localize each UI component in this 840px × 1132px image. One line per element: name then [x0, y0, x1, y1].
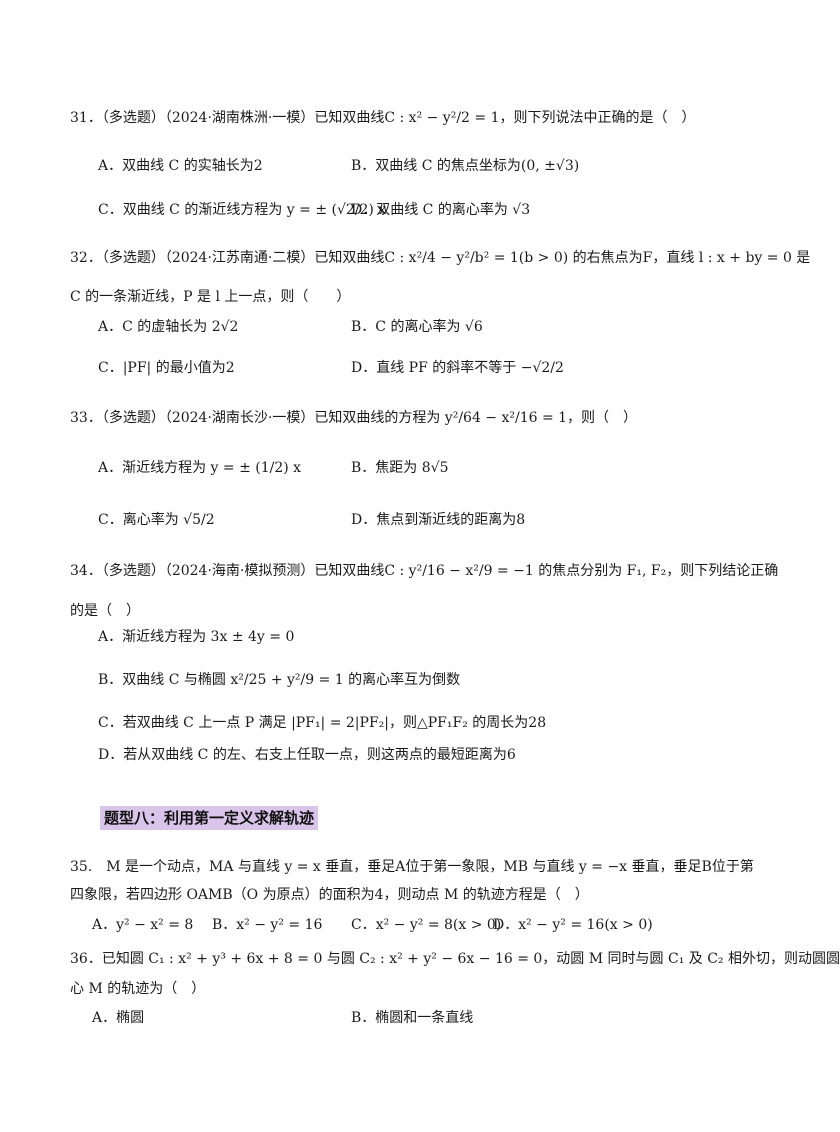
q34-stem: 34．（多选题）（2024·海南·模拟预测）已知双曲线C : y²/16 − x…: [70, 563, 779, 579]
q34-option-b: B．双曲线 C 与椭圆 x²/25 + y²/9 = 1 的离心率互为倒数: [98, 672, 461, 688]
q36-option-b: B．椭圆和一条直线: [351, 1010, 474, 1026]
q31-stem: 31．（多选题）（2024·湖南株洲·一模）已知双曲线C : x² − y²/2…: [70, 110, 696, 126]
q35-option-a: A．y² − x² = 8: [92, 917, 194, 933]
q32-option-a: A．C 的虚轴长为 2√2: [98, 319, 239, 335]
q35-option-b: B．x² − y² = 16: [212, 917, 323, 933]
q33-stem: 33．（多选题）（2024·湖南长沙·一模）已知双曲线的方程为 y²/64 − …: [70, 410, 638, 426]
q35-option-c: C．x² − y² = 8(x > 0): [351, 917, 502, 933]
section-heading: 题型八：利用第一定义求解轨迹: [100, 806, 319, 830]
q33-option-d: D．焦点到渐近线的距离为8: [351, 512, 526, 528]
q34-stem-cont: 的是（ ）: [70, 603, 140, 619]
q31-option-a: A．双曲线 C 的实轴长为2: [98, 158, 263, 174]
q32-option-d: D．直线 PF 的斜率不等于 −√2/2: [351, 360, 564, 376]
q32-stem: 32．（多选题）（2024·江苏南通·二模）已知双曲线C : x²/4 − y²…: [70, 250, 811, 266]
q34-option-a: A．渐近线方程为 3x ± 4y = 0: [98, 629, 295, 645]
q32-stem-cont: C 的一条渐近线，P 是 l 上一点，则（ ）: [70, 289, 351, 305]
q34-option-c: C．若双曲线 C 上一点 P 满足 |PF₁| = 2|PF₂|，则△PF₁F₂…: [98, 715, 547, 731]
q36-option-a: A．椭圆: [92, 1010, 145, 1026]
q31-option-d: D．双曲线 C 的离心率为 √3: [351, 202, 531, 218]
q34-option-d: D．若从双曲线 C 的左、右支上任取一点，则这两点的最短距离为6: [98, 747, 516, 763]
q32-option-b: B．C 的离心率为 √6: [351, 319, 483, 335]
q35-stem-cont: 四象限，若四边形 OAMB（O 为原点）的面积为4，则动点 M 的轨迹方程是（ …: [70, 887, 589, 903]
q33-option-a: A．渐近线方程为 y = ± (1/2) x: [98, 460, 302, 476]
q36-stem: 36．已知圆 C₁ : x² + y³ + 6x + 8 = 0 与圆 C₂ :…: [70, 951, 840, 967]
q31-option-c: C．双曲线 C 的渐近线方程为 y = ± (√2/2) x: [98, 202, 387, 218]
q33-option-b: B．焦距为 8√5: [351, 460, 449, 476]
q32-option-c: C．|PF| 的最小值为2: [98, 360, 235, 376]
q35-stem: 35. M 是一个动点，MA 与直线 y = x 垂直，垂足A位于第一象限，MB…: [70, 859, 754, 875]
q31-option-b: B．双曲线 C 的焦点坐标为(0, ±√3): [351, 158, 580, 174]
q35-option-d: D．x² − y² = 16(x > 0): [493, 917, 653, 933]
q33-option-c: C．离心率为 √5/2: [98, 512, 215, 528]
q36-stem-cont: 心 M 的轨迹为（ ）: [70, 981, 206, 997]
